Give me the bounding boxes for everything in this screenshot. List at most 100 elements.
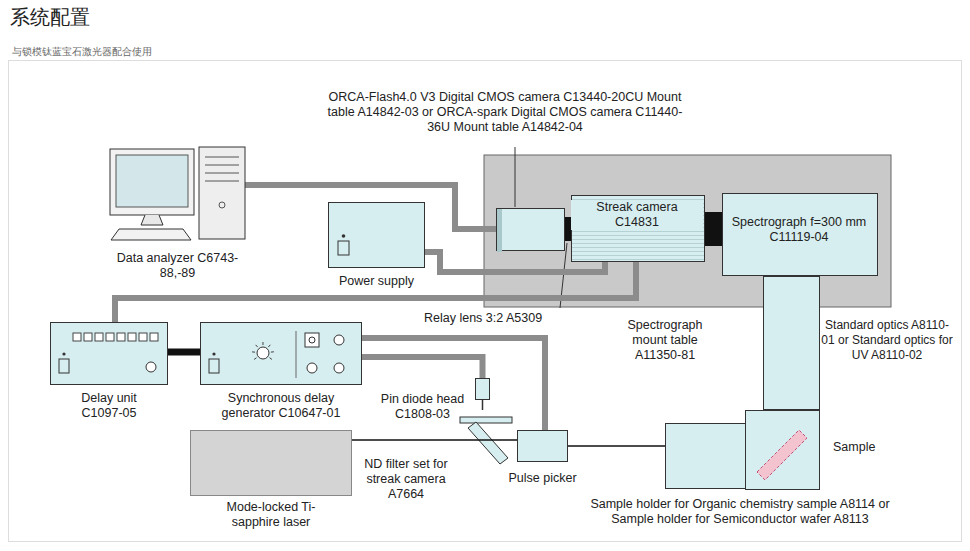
sample-chamber (746, 411, 820, 490)
node-text: Spectrograph f=300 mm C11119-04 (728, 215, 870, 245)
node-text: Streak camera C14831 (571, 200, 703, 230)
keyboard (111, 229, 191, 240)
node-text: Standard optics A8110-01 or Standard opt… (821, 318, 953, 363)
drawing-part (116, 155, 188, 207)
drawing-part (146, 362, 156, 372)
sample-holder: Sample holder for Organic chemistry samp… (665, 410, 820, 490)
streak-camera: Streak camera C14831 (571, 195, 705, 262)
drawing-part (141, 215, 163, 225)
drawing-part (270, 358, 272, 360)
mount-table-plate (484, 155, 891, 307)
diagram-frame (9, 61, 962, 542)
spectrograph: Spectrograph f=300 mm C11119-04 (722, 193, 878, 276)
drawing-part (205, 181, 239, 182)
pulse-picker: Pulse picker (517, 430, 568, 462)
node-illustration (497, 209, 566, 252)
nd-filter-plate (468, 422, 508, 464)
power-supply: Power supply (328, 202, 425, 268)
node-text: Power supply (308, 274, 445, 289)
part-label: ND filter set for streak camera A7664 (354, 457, 458, 502)
drawing-part (205, 165, 239, 166)
drawing-part (139, 333, 147, 341)
cable (362, 338, 545, 430)
link-bar (168, 349, 200, 356)
part-label: Sample (833, 440, 903, 455)
holder-body (666, 424, 746, 489)
drawing-part (334, 363, 344, 373)
computer-node: Data analyzer C6743-88,-89 (105, 145, 250, 245)
laser-box: Mode-locked Ti-sapphire laser (190, 430, 352, 496)
node-illustration (201, 323, 363, 386)
drawing-part (73, 333, 81, 341)
sample-plate (757, 430, 807, 480)
drawing-part (117, 333, 125, 341)
laser-beam (352, 439, 517, 441)
node-text: Data analyzer C6743-88,-89 (115, 251, 240, 281)
title: 系统配置 (10, 4, 90, 30)
drawing-part (309, 337, 315, 343)
knob (257, 347, 269, 359)
drawing-part (497, 209, 502, 252)
drawing-part (256, 345, 258, 347)
drawing-part (268, 345, 270, 347)
drawing-part (209, 359, 219, 373)
label-holder: 与锁模钛蓝宝石激光器配合使用 (12, 44, 312, 59)
power-switch (338, 241, 349, 255)
drawing-part (254, 358, 256, 360)
optics-column: Standard optics A8110-01 or Standard opt… (763, 276, 820, 410)
node-text: Pin diode head C1808-03 (375, 392, 470, 422)
drawing-part (205, 173, 239, 174)
drawing-part (128, 333, 136, 341)
tower (199, 147, 245, 239)
cmos-camera: ORCA-Flash4.0 V3 Digital CMOS camera C13… (496, 208, 565, 251)
drawing-part (271, 351, 274, 352)
subtitle: 与锁模钛蓝宝石激光器配合使用 (12, 44, 312, 59)
node-text: Synchronous delay generator C10647-01 (200, 391, 362, 421)
drawing-part (212, 352, 215, 355)
label-holder: ND filter set for streak camera A7664 (354, 457, 458, 502)
node-illustration (51, 323, 169, 386)
filter-plate (460, 417, 512, 423)
drawing-part (62, 352, 65, 355)
delay-unit: Delay unit C1097-05 (50, 322, 168, 385)
cable (362, 357, 483, 378)
drawing-part (296, 331, 297, 378)
node-text: Spectrograph mount table A11350-81 (617, 318, 713, 363)
node-illustration (475, 378, 490, 410)
monitor (110, 149, 194, 215)
drawing-part (84, 333, 92, 341)
delay-generator: Synchronous delay generator C10647-01 (200, 322, 362, 385)
node-text: Mode-locked Ti-sapphire laser (206, 500, 336, 530)
pin-diode-head: Pin diode head C1808-03 (475, 378, 490, 410)
drawing-part (305, 333, 319, 347)
title-holder: 系统配置 (10, 4, 90, 30)
drawing-part (252, 351, 255, 352)
node-illustration (665, 410, 820, 490)
part-label: Relay lens 3:2 A5309 (424, 311, 584, 326)
spectrograph-coupler (705, 212, 722, 246)
pin-diode-body (476, 379, 490, 400)
drawing-part (106, 333, 114, 341)
mount-table-region: Spectrograph mount table A11350-81ORCA-F… (484, 155, 891, 307)
drawing-part (482, 400, 484, 410)
node-illustration (105, 145, 250, 245)
drawing-part (219, 202, 225, 208)
drawing-part (307, 363, 317, 373)
label-holder: Relay lens 3:2 A5309 (424, 311, 584, 326)
drawing-part (342, 234, 346, 238)
node-text: Pulse picker (492, 471, 593, 486)
drawing-part (205, 157, 239, 158)
node-text: ORCA-Flash4.0 V3 Digital CMOS camera C13… (325, 90, 685, 135)
drawing-part (59, 359, 69, 373)
label-holder: Sample (833, 440, 903, 455)
drawing-part (150, 333, 158, 341)
drawing-part (334, 335, 344, 345)
leader-line (515, 147, 516, 207)
drawing-part (95, 333, 103, 341)
node-text: Sample holder for Organic chemistry samp… (575, 497, 905, 527)
node-illustration (329, 203, 426, 269)
laser-beam (568, 445, 665, 447)
node-text: Delay unit C1097-05 (64, 391, 154, 421)
drawing-part (262, 342, 263, 345)
